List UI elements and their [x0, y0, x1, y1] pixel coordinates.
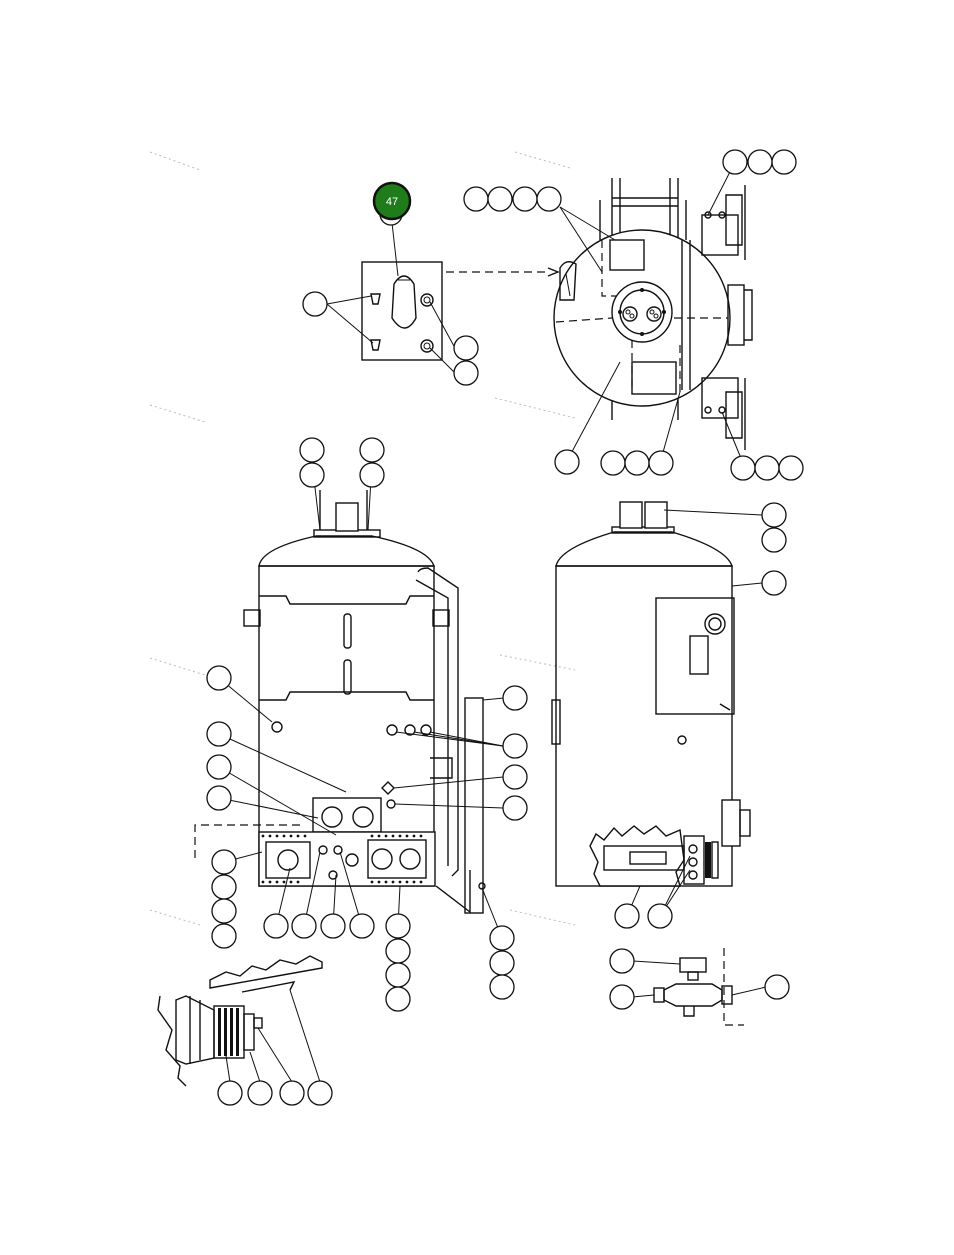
valve-detail	[632, 948, 767, 1026]
faint-view-labels	[149, 151, 576, 926]
burner-detail	[157, 955, 323, 1087]
inset-callouts	[302, 202, 479, 386]
callout-47-highlight[interactable]: 47	[372, 181, 412, 221]
side-view-callouts	[614, 502, 787, 929]
inset-gauge-panel	[326, 213, 560, 374]
front-view-heater	[194, 461, 505, 939]
top-view-callouts	[463, 149, 804, 481]
valve-detail-callouts	[609, 948, 790, 1010]
front-view-callouts	[206, 437, 528, 1012]
side-view-heater	[551, 501, 763, 917]
top-view-heater	[553, 161, 753, 469]
burner-detail-callouts	[217, 1080, 333, 1106]
callout-47-label: 47	[386, 196, 398, 208]
